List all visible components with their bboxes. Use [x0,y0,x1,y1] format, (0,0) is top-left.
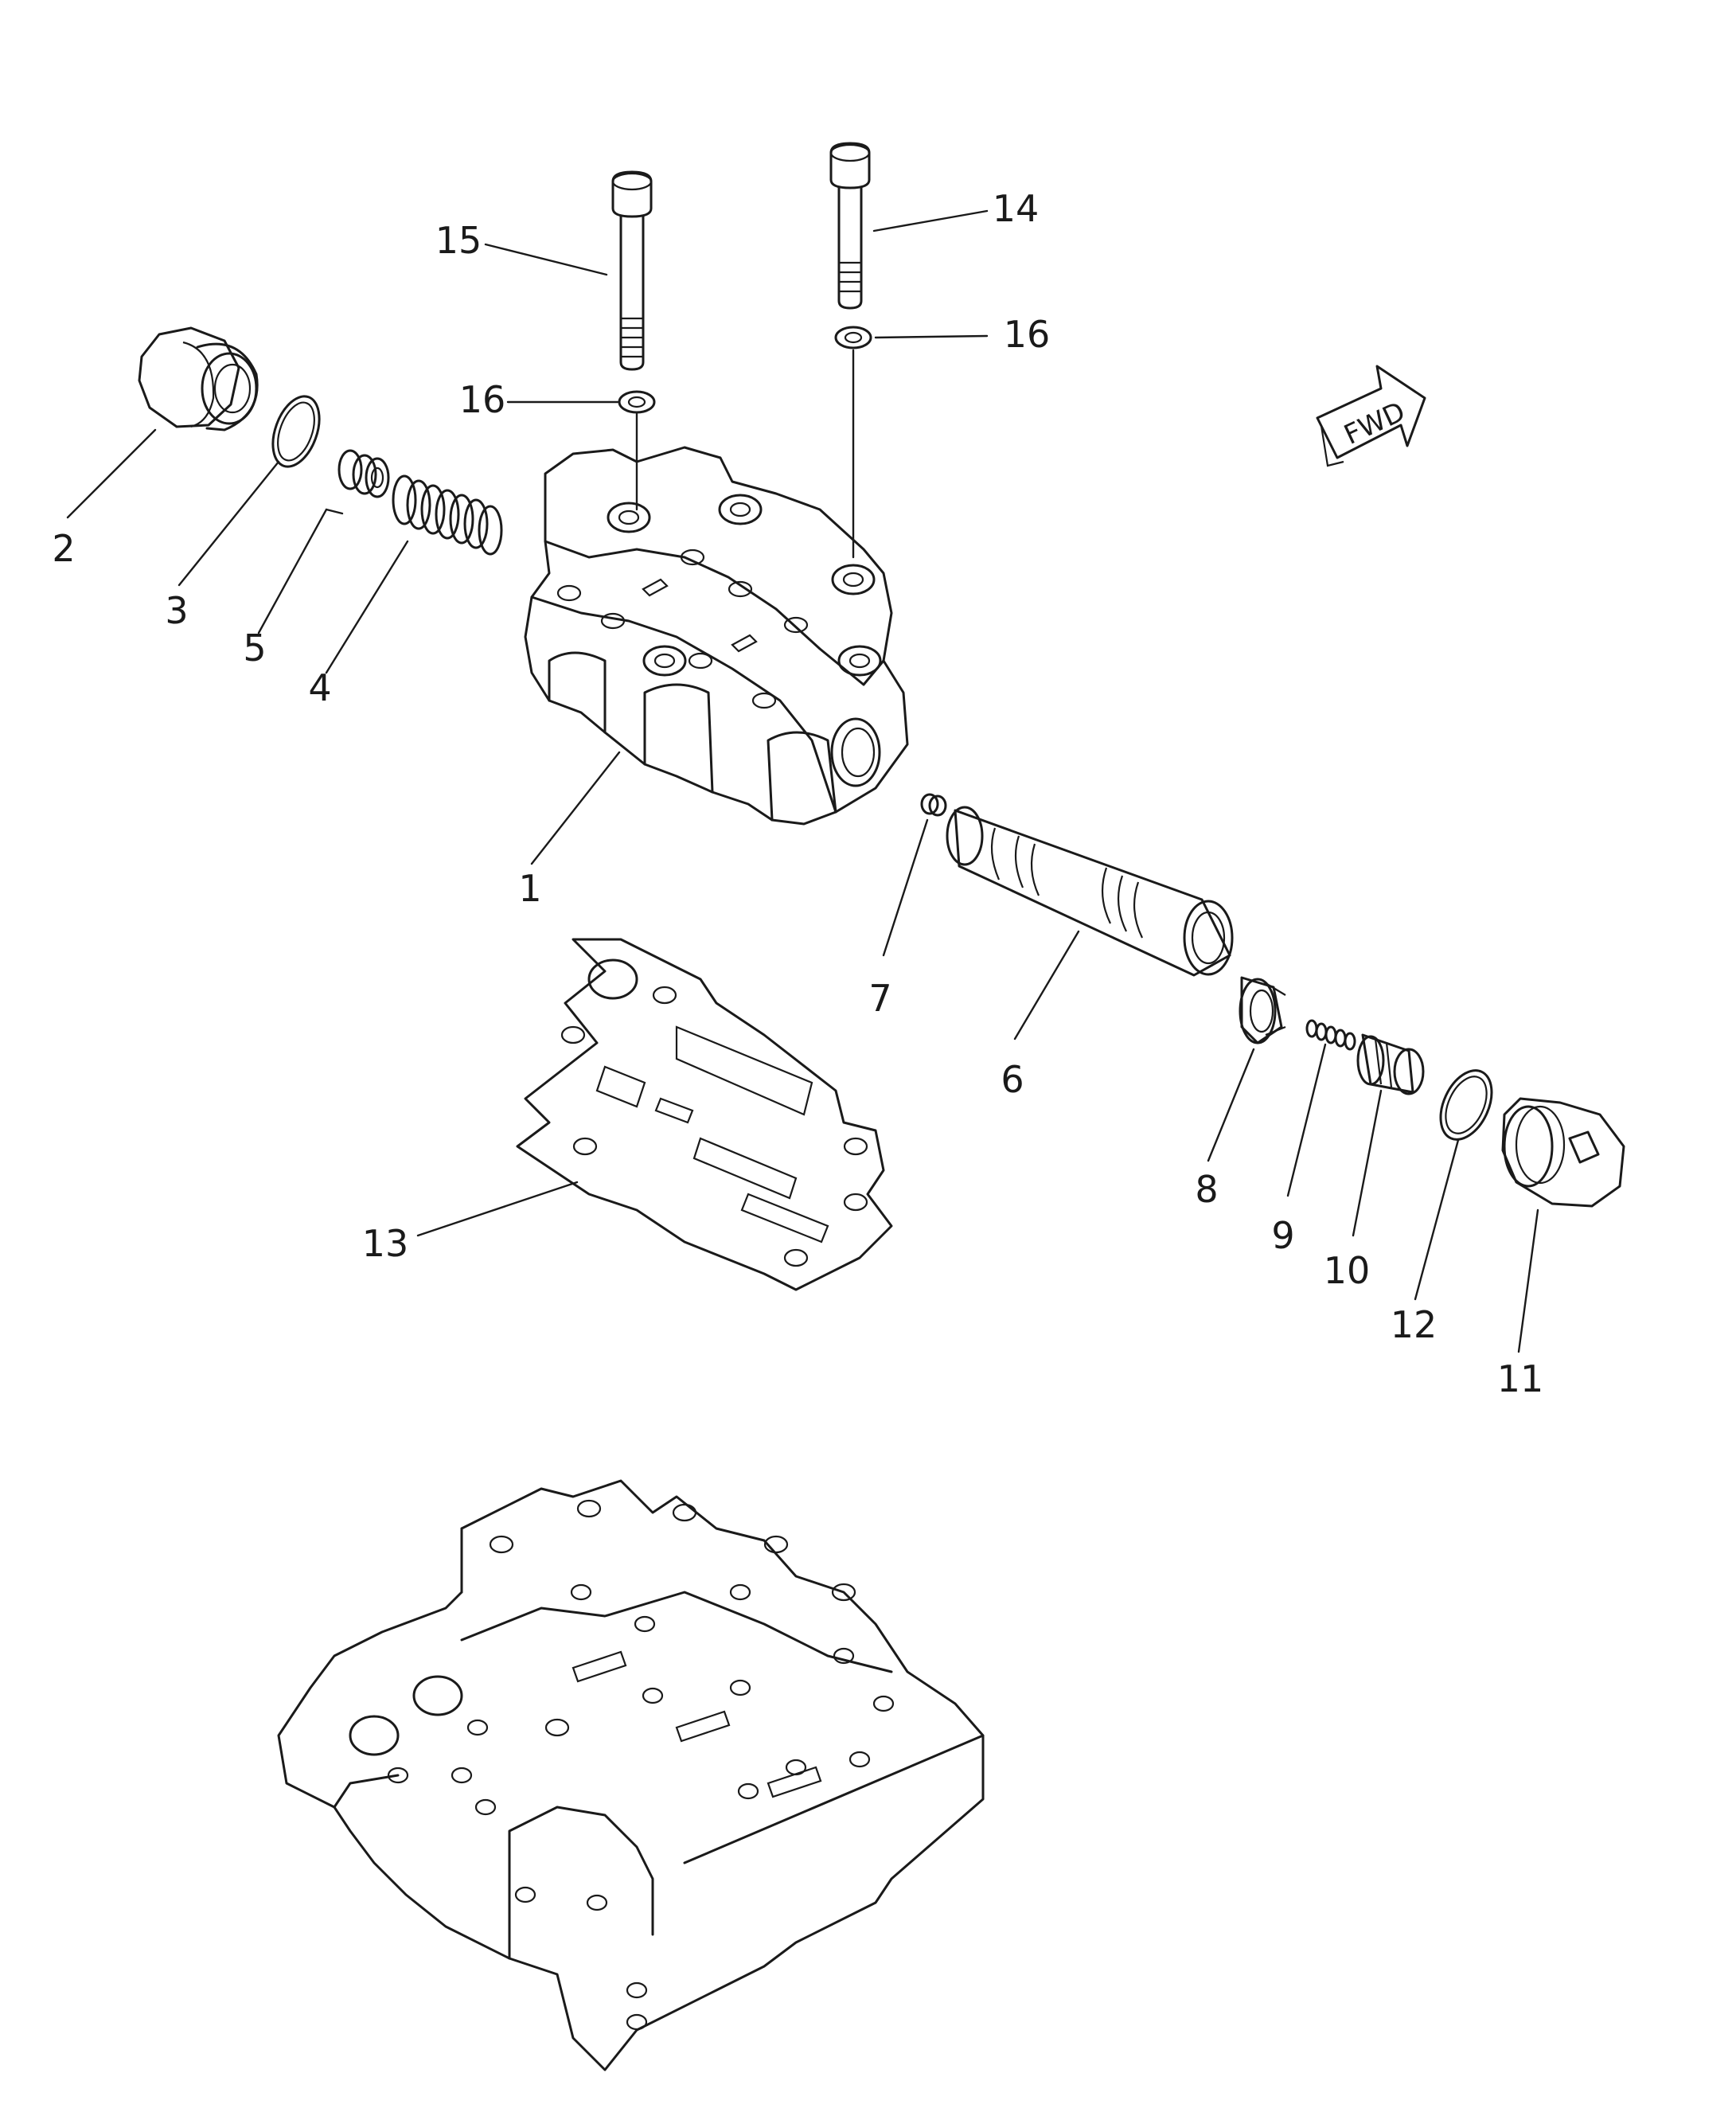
callout-1: 1 [518,867,541,910]
callout-15: 15 [435,219,482,262]
plug-2 [138,326,259,431]
callout-16-right: 16 [1004,313,1051,356]
washer-16-left [618,390,656,414]
valve-body-1 [524,446,909,826]
washer-16-right [834,326,872,349]
callout-9: 9 [1271,1214,1294,1257]
callout-3: 3 [165,589,188,632]
spool-6 [946,806,1234,977]
bolt-14 [829,142,871,310]
callout-12: 12 [1391,1303,1438,1346]
callout-labels: 15 14 16 16 2 3 5 4 1 7 6 8 9 10 12 11 1… [52,187,1543,1400]
plug-7 [920,793,947,817]
callout-13: 13 [362,1222,409,1265]
callout-5: 5 [243,627,266,670]
spring-4 [392,474,503,556]
gasket-13 [516,938,893,1291]
bolt-15 [611,170,653,371]
plug-11 [1501,1097,1625,1208]
callout-4: 4 [308,666,331,709]
callout-14: 14 [993,187,1040,230]
callout-16-left: 16 [459,378,506,421]
sleeve-8 [1239,976,1286,1044]
piston-10 [1356,1033,1425,1095]
o-ring-3 [271,395,321,468]
lower-valve-body [277,1479,985,2071]
callout-10: 10 [1324,1249,1371,1292]
retainer-5 [337,449,390,498]
o-ring-12 [1439,1069,1493,1141]
callout-6: 6 [1001,1058,1024,1101]
callout-7: 7 [868,977,891,1020]
leader-lines [66,209,1539,1353]
fwd-direction-arrow: FWD [1316,365,1426,467]
callout-11: 11 [1497,1357,1544,1400]
spring-9 [1305,1019,1356,1051]
callout-8: 8 [1195,1168,1218,1211]
callout-2: 2 [52,527,75,570]
